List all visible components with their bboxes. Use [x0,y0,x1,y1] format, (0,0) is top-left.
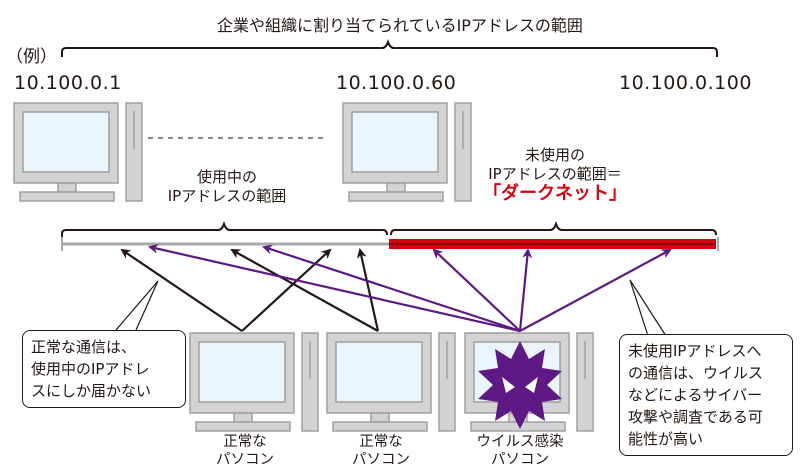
unused-range-line2: IPアドレスの範囲＝ [488,165,622,183]
computer-label-line1: 正常な [359,434,403,450]
normal-traffic-callout: 正常な通信は、 使用中のIPアドレ スにしか届かない [22,330,186,408]
virus-traffic-arrows [148,243,672,333]
callout-line: の通信は、ウイルス [628,364,764,382]
callout-line: 使用中のIPアドレ [31,360,150,378]
callout-line: 攻撃や調査である可 [628,408,763,426]
computer-label-line2: パソコン [216,452,274,468]
computer-label-line1: ウイルス感染 [476,434,564,450]
computer-normal-1 [189,332,319,432]
computer-normal-2 [326,332,456,432]
callout-line: スにしか届かない [31,382,152,400]
computer-label-line1: 正常な [223,434,267,450]
computer-label-line2: パソコン [352,452,410,468]
computer-label-normal-1: 正常な パソコン [200,433,290,469]
overall-range-brace [61,38,718,57]
computer-label-normal-2: 正常な パソコン [336,433,426,469]
callout-line: 正常な通信は、 [31,338,137,356]
ip-label-end: 10.100.0.100 [619,72,752,94]
used-range-line1: 使用中の [196,168,257,186]
ip-label-middle: 10.100.0.60 [336,72,457,94]
callout-line: 能性が高い [628,430,704,448]
ip-label-start: 10.100.0.1 [14,72,122,94]
example-label: （例） [6,47,57,67]
computer-first [13,102,143,202]
diagram-title: 企業や組織に割り当てられているIPアドレスの範囲 [217,16,583,35]
computer-label-line2: パソコン [491,452,549,468]
darknet-label: 「ダークネット」 [483,183,627,204]
unused-range-label: 未使用の IPアドレスの範囲＝ 「ダークネット」 [470,146,640,203]
callout-line: などによるサイバー [628,386,763,404]
unused-range-brace [390,220,717,236]
computer-middle [342,102,472,202]
used-range-line2: IPアドレスの範囲 [167,187,287,205]
callout-line: 未使用IPアドレスへ [628,342,762,360]
used-range-brace-path [61,220,388,239]
virus-icon [478,341,562,429]
used-range-label: 使用中の IPアドレスの範囲 [152,168,302,206]
unused-range-line1: 未使用の [524,146,585,164]
computer-label-infected: ウイルス感染 パソコン [465,433,575,469]
unused-traffic-callout: 未使用IPアドレスへ の通信は、ウイルス などによるサイバー 攻撃や調査である可… [619,334,793,456]
